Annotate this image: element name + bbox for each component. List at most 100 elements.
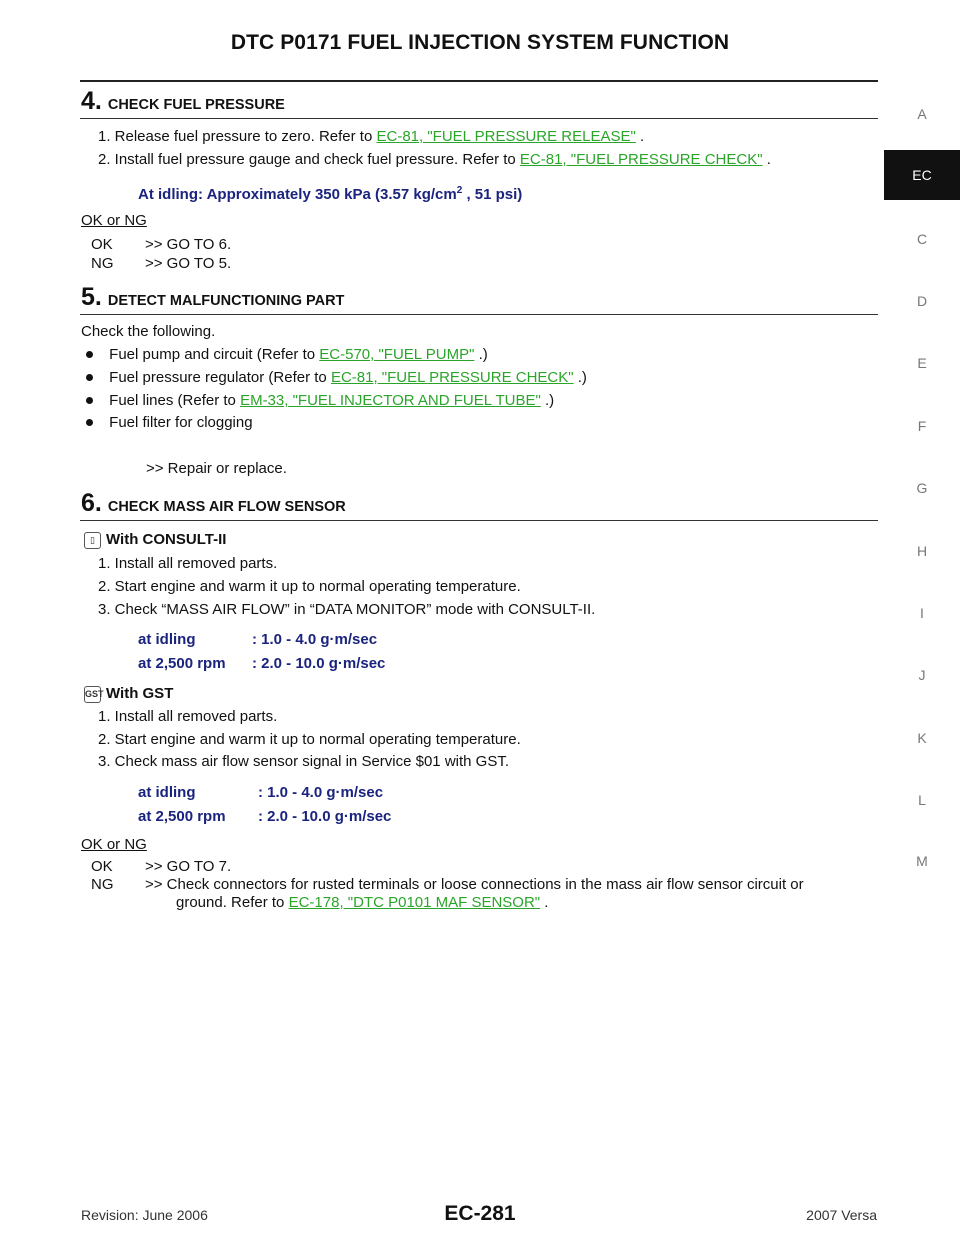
step-4-line-2: 2. Install fuel pressure gauge and check… (98, 151, 771, 168)
gst-step-2: 2. Start engine and warm it up to normal… (98, 731, 521, 748)
consult-spec-2500: at 2,500 rpm : 2.0 - 10.0 g·m/sec (138, 655, 385, 672)
line-text: 2. Install fuel pressure gauge and check… (98, 151, 520, 168)
line-text: ground. Refer to (176, 894, 289, 911)
index-tab-f[interactable]: F (917, 418, 927, 434)
step-5-heading: 5. DETECT MALFUNCTIONING PART (81, 283, 344, 312)
bullet-fuel-lines: Fuel lines (Refer to EM-33, "FUEL INJECT… (86, 392, 554, 409)
gst-tool-icon: GST (84, 685, 104, 703)
ref-link-fuel-pressure-release[interactable]: EC-81, "FUEL PRESSURE RELEASE" (376, 128, 636, 145)
index-tab-k[interactable]: K (917, 730, 927, 746)
line-text: Fuel pump and circuit (Refer to (109, 346, 320, 363)
ok-action: >> GO TO 6. (145, 236, 232, 253)
line-text: Fuel filter for clogging (109, 414, 253, 431)
spec-value: : 1.0 - 4.0 g·m/sec (252, 631, 378, 648)
spec-value: : 2.0 - 10.0 g·m/sec (252, 655, 386, 672)
spec-label: at idling (138, 784, 196, 801)
step-6-ng-row-cont: ground. Refer to EC-178, "DTC P0101 MAF … (176, 894, 548, 911)
ok-or-ng-label: OK or NG (81, 212, 147, 229)
index-tab-i[interactable]: I (920, 605, 924, 621)
step-4-line-1: 1. Release fuel pressure to zero. Refer … (98, 128, 644, 145)
line-text: .) (540, 392, 555, 409)
line-text: Fuel lines (Refer to (109, 392, 241, 409)
ref-link-fuel-pressure-check-2[interactable]: EC-81, "FUEL PRESSURE CHECK" (330, 369, 574, 386)
step-4-ng-row: NG >> GO TO 5. (91, 255, 231, 272)
fuel-pressure-spec: At idling: Approximately 350 kPa (3.57 k… (138, 185, 522, 203)
ref-link-maf-sensor[interactable]: EC-178, "DTC P0101 MAF SENSOR" (288, 894, 541, 911)
bullet-fuel-filter: Fuel filter for clogging (86, 414, 253, 431)
consult-heading-text: With CONSULT-II (106, 531, 227, 548)
step-4-okng: OK or NG (81, 212, 147, 229)
line-text: . (635, 128, 645, 145)
step-6-rule (80, 520, 878, 521)
ok-label: OK (91, 236, 113, 253)
step-4-ok-row: OK >> GO TO 6. (91, 236, 231, 253)
footer-revision: Revision: June 2006 (81, 1207, 208, 1223)
gst-spec-2500: at 2,500 rpm : 2.0 - 10.0 g·m/sec (138, 808, 391, 825)
index-tab-e[interactable]: E (917, 355, 927, 371)
page-title: DTC P0171 FUEL INJECTION SYSTEM FUNCTION (230, 31, 730, 54)
step-title: CHECK FUEL PRESSURE (107, 97, 285, 113)
line-text: .) (474, 346, 488, 363)
gst-spec-idle: at idling : 1.0 - 4.0 g·m/sec (138, 784, 383, 801)
spec-label: at 2,500 rpm (138, 808, 226, 825)
bullet-fuel-pump: Fuel pump and circuit (Refer to EC-570, … (86, 346, 488, 363)
step-5-intro: Check the following. (81, 323, 216, 340)
spec-label: at idling (138, 631, 196, 648)
ref-link-fuel-pressure-check[interactable]: EC-81, "FUEL PRESSURE CHECK" (519, 151, 763, 168)
step-number: 6. (81, 489, 102, 517)
ok-action: >> GO TO 7. (145, 858, 232, 875)
header-rule (80, 80, 878, 82)
index-tab-l[interactable]: L (918, 792, 926, 808)
index-tab-h[interactable]: H (916, 543, 928, 559)
spec-superscript: 2 (456, 185, 463, 196)
line-text: . (540, 894, 549, 911)
footer-model: 2007 Versa (806, 1207, 877, 1223)
consult-step-3: 3. Check “MASS AIR FLOW” in “DATA MONITO… (98, 601, 596, 618)
step-5-result: >> Repair or replace. (146, 460, 287, 477)
page-number: EC-281 (444, 1202, 516, 1225)
index-tab-c[interactable]: C (916, 231, 928, 247)
gst-heading-text: With GST (106, 685, 174, 702)
spec-text: At idling: Approximately 350 kPa (3.57 k… (138, 186, 457, 203)
line-text: Fuel pressure regulator (Refer to (109, 369, 331, 386)
consult-heading: ▯ With CONSULT-II (84, 531, 226, 549)
ng-action: >> Check connectors for rusted terminals… (145, 876, 804, 893)
line-text: . (762, 151, 771, 168)
step-6-ok-row: OK >> GO TO 7. (91, 858, 231, 875)
step-6-okng: OK or NG (81, 836, 147, 853)
step-4-rule (80, 118, 878, 119)
line-text: .) (573, 369, 587, 386)
step-title: CHECK MASS AIR FLOW SENSOR (107, 499, 346, 515)
index-tab-g[interactable]: G (916, 480, 928, 496)
spec-value: : 1.0 - 4.0 g·m/sec (258, 784, 384, 801)
gst-step-1: 1. Install all removed parts. (98, 708, 278, 725)
index-tab-m[interactable]: M (916, 853, 928, 869)
step-5-rule (80, 314, 878, 315)
index-tab-j[interactable]: J (918, 667, 926, 683)
ng-label: NG (91, 876, 114, 893)
step-4-heading: 4. CHECK FUEL PRESSURE (81, 87, 285, 116)
step-6-heading: 6. CHECK MASS AIR FLOW SENSOR (81, 489, 346, 518)
index-tab-d[interactable]: D (916, 293, 928, 309)
ng-action: >> GO TO 5. (145, 255, 232, 272)
ng-label: NG (91, 255, 114, 272)
index-tab-a[interactable]: A (917, 106, 927, 122)
spec-label: at 2,500 rpm (138, 655, 226, 672)
spec-value: : 2.0 - 10.0 g·m/sec (258, 808, 392, 825)
line-text: 1. Release fuel pressure to zero. Refer … (98, 128, 377, 145)
step-6-ng-row: NG >> Check connectors for rusted termina… (91, 876, 804, 893)
ref-link-fuel-pump[interactable]: EC-570, "FUEL PUMP" (319, 346, 475, 363)
index-tab-ec-active[interactable]: EC (884, 150, 960, 200)
ok-or-ng-label: OK or NG (81, 836, 147, 853)
consult-tool-icon: ▯ (84, 531, 101, 549)
gst-step-3: 3. Check mass air flow sensor signal in … (98, 753, 509, 770)
step-title: DETECT MALFUNCTIONING PART (107, 293, 345, 309)
step-number: 5. (81, 283, 102, 311)
consult-step-2: 2. Start engine and warm it up to normal… (98, 578, 521, 595)
consult-spec-idle: at idling : 1.0 - 4.0 g·m/sec (138, 631, 377, 648)
spec-text: , 51 psi) (462, 186, 523, 203)
consult-step-1: 1. Install all removed parts. (98, 555, 278, 572)
ref-link-fuel-injector-tube[interactable]: EM-33, "FUEL INJECTOR AND FUEL TUBE" (240, 392, 541, 409)
ok-label: OK (91, 858, 113, 875)
